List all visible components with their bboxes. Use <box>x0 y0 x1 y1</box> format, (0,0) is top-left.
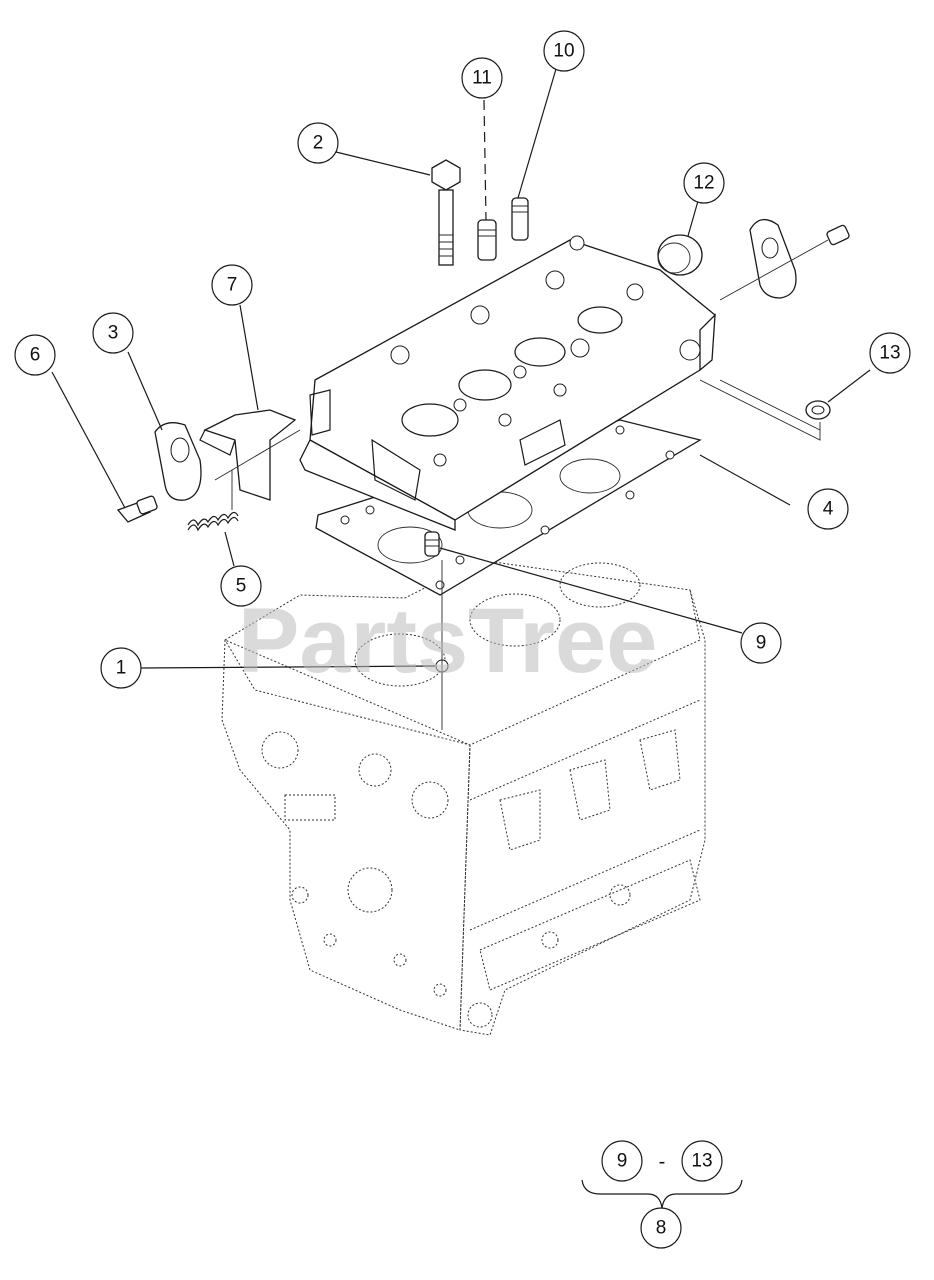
kit-from-callout: 9 <box>601 1140 643 1182</box>
dowel-pin-9 <box>424 531 440 557</box>
washer-13 <box>805 400 831 420</box>
lifting-eye-left <box>154 422 202 501</box>
bracket-7 <box>199 409 297 501</box>
callout-6: 6 <box>14 334 56 376</box>
callout-5-label: 5 <box>236 576 247 597</box>
plug-12 <box>657 234 703 276</box>
kit-to-label: 13 <box>691 1151 712 1172</box>
spring-5 <box>187 511 239 532</box>
kit-from-label: 9 <box>617 1151 628 1172</box>
stud-11 <box>477 219 497 261</box>
callout-1-label: 1 <box>116 658 127 679</box>
callout-3: 3 <box>92 312 134 354</box>
callout-12-label: 12 <box>693 173 714 194</box>
callout-5: 5 <box>220 565 262 607</box>
callout-1: 1 <box>100 647 142 689</box>
head-bolt <box>431 159 461 266</box>
callout-10-label: 10 <box>553 41 574 62</box>
callout-6-label: 6 <box>30 345 41 366</box>
callout-9: 9 <box>740 622 782 664</box>
kit-to-callout: 13 <box>681 1140 723 1182</box>
callout-13: 13 <box>869 332 911 374</box>
kit-separator: - <box>659 1151 666 1173</box>
bolt-6 <box>116 495 158 523</box>
watermark: PartsTree <box>238 590 657 692</box>
lifting-eye-right <box>749 218 850 299</box>
callout-9-label: 9 <box>756 633 767 654</box>
callout-12: 12 <box>683 162 725 204</box>
leader-lines <box>51 68 871 730</box>
callout-10: 10 <box>543 30 585 72</box>
callout-2: 2 <box>297 122 339 164</box>
callout-8-label: 8 <box>656 1218 667 1239</box>
callout-8: 8 <box>640 1207 682 1249</box>
callout-7: 7 <box>211 264 253 306</box>
callout-2-label: 2 <box>313 133 324 154</box>
callout-13-label: 13 <box>879 343 900 364</box>
kit-brace <box>581 1179 743 1209</box>
callout-3-label: 3 <box>108 323 119 344</box>
callout-4: 4 <box>807 488 849 530</box>
callout-11-label: 11 <box>472 68 492 89</box>
kit-group: 9 - 13 8 <box>581 1140 743 1249</box>
callout-7-label: 7 <box>227 275 238 296</box>
engine-block <box>221 559 706 1036</box>
stud-10 <box>511 197 529 241</box>
callout-11: 11 <box>461 57 503 99</box>
callout-4-label: 4 <box>823 499 834 520</box>
cylinder-head <box>299 235 716 531</box>
